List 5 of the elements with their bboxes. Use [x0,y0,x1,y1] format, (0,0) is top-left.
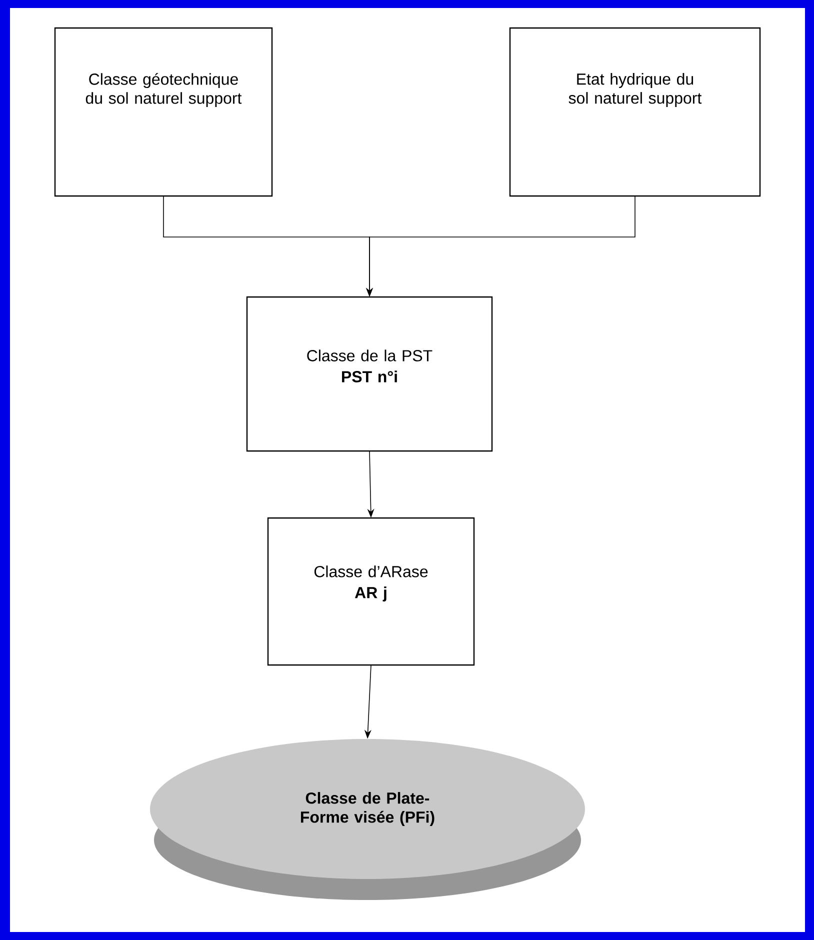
process-box: Classe géotechnique du sol naturel support [54,27,273,197]
process-box: Classe d’ARase AR j [267,517,475,666]
process-box: Etat hydrique du sol naturel support [509,27,761,197]
process-box: Classe de la PST PST n°i [246,296,493,452]
platform-disc: Classe de Plate-Forme visée (PFi) [150,739,585,900]
